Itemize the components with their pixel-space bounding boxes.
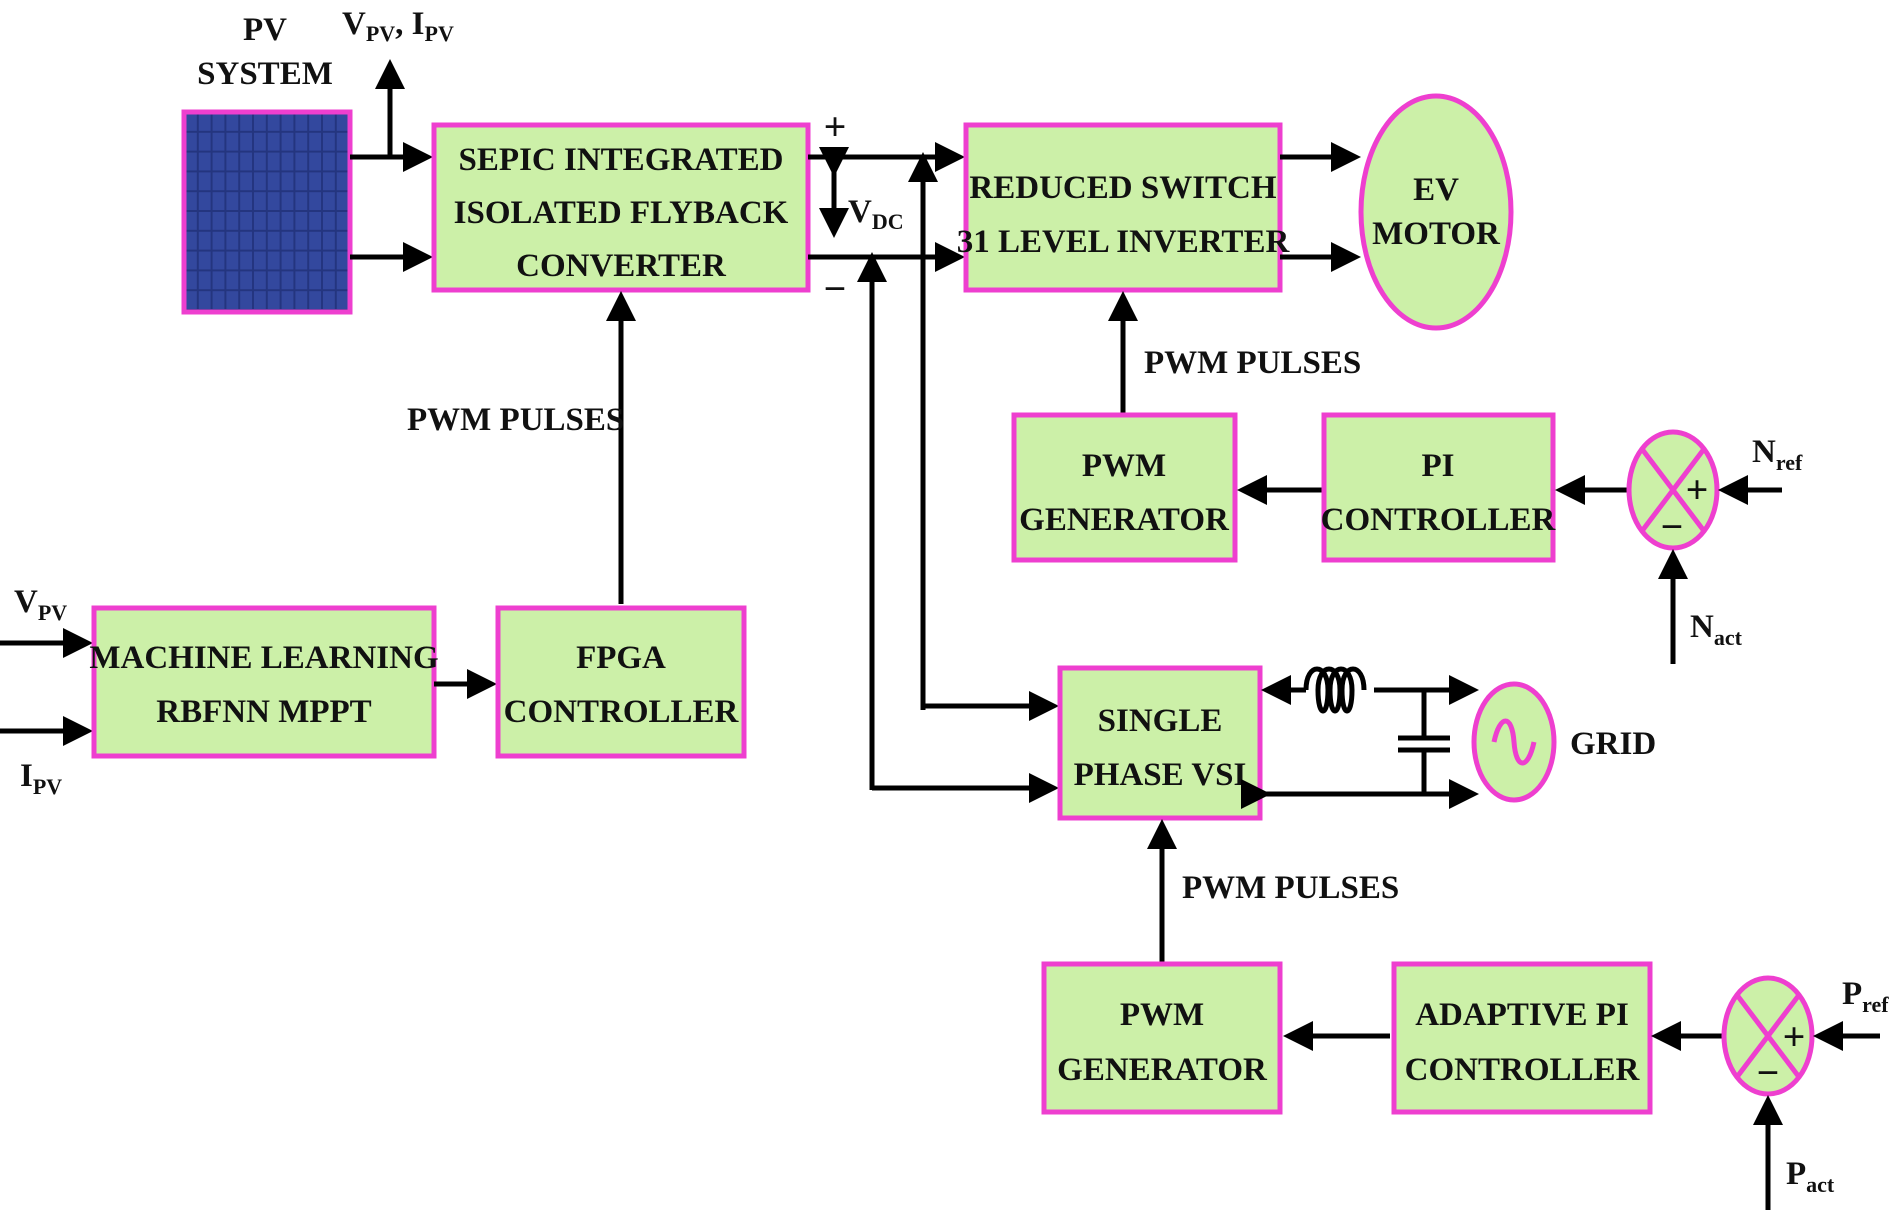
pwm-pulses-vsi-label: PWM PULSES	[1182, 870, 1399, 906]
motor-pi-controller-line1: PI	[1422, 448, 1455, 484]
mppt-vpv-sub: PV	[38, 600, 67, 625]
mppt-input-vpv-label: VPV	[14, 584, 67, 625]
motor-pwm-generator-block	[1011, 412, 1238, 563]
mppt-line2: RBFNN MPPT	[156, 694, 371, 730]
mppt-line1: MACHINE LEARNING	[89, 640, 438, 676]
pact-main: P	[1786, 1156, 1806, 1192]
nact-label: Nact	[1690, 609, 1743, 650]
single-phase-vsi-block	[1057, 665, 1263, 821]
adaptive-pi-line2: CONTROLLER	[1405, 1052, 1641, 1088]
mppt-ipv-main: I	[20, 758, 33, 794]
adaptive-pi-controller-block	[1391, 961, 1653, 1115]
grid-pwm-generator-block	[1041, 961, 1283, 1115]
pv-measurement-v: V	[342, 6, 366, 42]
inverter-line2: 31 LEVEL INVERTER	[957, 224, 1291, 260]
sepic-converter-block	[431, 122, 811, 293]
fpga-line1: FPGA	[576, 640, 666, 676]
mppt-vpv-main: V	[14, 584, 38, 620]
ev-motor-line2: MOTOR	[1372, 216, 1501, 252]
vdc-v: V	[848, 194, 872, 230]
motor-pi-controller-block	[1321, 412, 1556, 563]
sepic-line2: ISOLATED FLYBACK	[454, 195, 789, 231]
pwm-pulses-inverter-label: PWM PULSES	[1144, 345, 1361, 381]
capacitor-icon	[1398, 690, 1450, 794]
power-summing-junction	[1721, 975, 1815, 1097]
pv-measurement-i: I	[412, 6, 425, 42]
pv-system-title-line1: PV	[243, 12, 287, 48]
ac-grid-source-icon	[1471, 681, 1557, 803]
pref-label: Pref	[1842, 976, 1889, 1017]
nact-main: N	[1690, 609, 1714, 645]
pv-measurement-i-sub: PV	[425, 21, 454, 46]
pv-measurement-label: VPV, IPV	[342, 6, 454, 46]
pref-sub: ref	[1862, 992, 1889, 1017]
pwm-pulses-sepic-label: PWM PULSES	[407, 402, 624, 438]
nref-sub: ref	[1776, 450, 1803, 475]
pref-main: P	[1842, 976, 1862, 1012]
motor-speed-summing-junction	[1626, 429, 1720, 551]
pv-system-title-line2: SYSTEM	[197, 56, 333, 92]
mppt-ipv-sub: PV	[33, 774, 62, 799]
motor-pwm-generator-line1: PWM	[1082, 448, 1166, 484]
adaptive-pi-line1: ADAPTIVE PI	[1415, 997, 1629, 1033]
ev-motor-line1: EV	[1413, 172, 1459, 208]
grid-label: GRID	[1570, 726, 1656, 762]
motor-pwm-generator-line2: GENERATOR	[1019, 502, 1230, 538]
grid-sum-minus: −	[1757, 1050, 1780, 1095]
motor-sum-plus: +	[1686, 467, 1709, 512]
pv-measurement-v-sub: PV	[366, 21, 395, 46]
vsi-line2: PHASE VSI	[1074, 757, 1247, 793]
motor-pi-controller-line2: CONTROLLER	[1321, 502, 1557, 538]
ev-motor	[1358, 93, 1514, 331]
nref-main: N	[1752, 434, 1776, 470]
mppt-input-ipv-label: IPV	[20, 758, 62, 799]
sepic-line1: SEPIC INTEGRATED	[459, 142, 784, 178]
sepic-line3: CONVERTER	[516, 248, 727, 284]
inverter-block	[963, 122, 1283, 293]
vdc-sub: DC	[872, 209, 904, 234]
nref-label: Nref	[1752, 434, 1803, 475]
inverter-line1: REDUCED SWITCH	[969, 170, 1276, 206]
nact-sub: act	[1714, 625, 1743, 650]
grid-pwm-generator-line1: PWM	[1120, 997, 1204, 1033]
fpga-line2: CONTROLLER	[504, 694, 740, 730]
dc-bus-plus: +	[824, 104, 847, 149]
vdc-label: VDC	[848, 194, 904, 234]
fpga-controller-block	[495, 605, 747, 759]
mppt-block	[91, 605, 437, 759]
pact-sub: act	[1806, 1172, 1835, 1197]
grid-pwm-generator-line2: GENERATOR	[1057, 1052, 1268, 1088]
inductor-icon	[1303, 666, 1367, 714]
pact-label: Pact	[1786, 1156, 1835, 1197]
grid-sum-plus: +	[1783, 1014, 1806, 1059]
motor-sum-minus: −	[1661, 504, 1684, 549]
pv-measurement-sep: ,	[395, 6, 412, 42]
pv-panel	[181, 109, 353, 315]
vsi-line1: SINGLE	[1098, 703, 1223, 739]
dc-bus-minus: −	[824, 266, 847, 311]
